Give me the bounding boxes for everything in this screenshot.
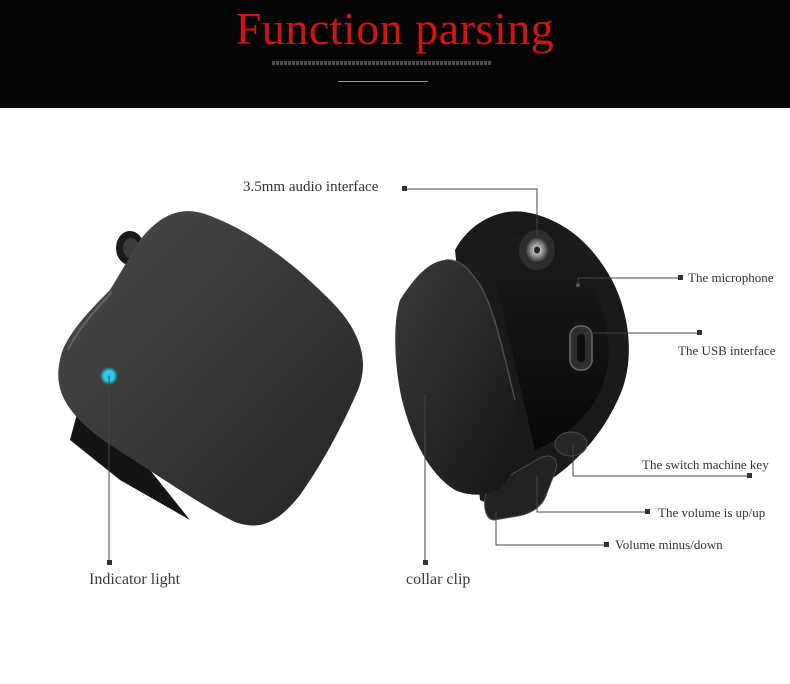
power-key bbox=[554, 431, 588, 457]
leader-volume-down bbox=[495, 512, 607, 546]
front-body bbox=[58, 211, 363, 526]
collar-clip-edge bbox=[444, 259, 516, 401]
callout-lines bbox=[108, 188, 750, 563]
label-volume-up: The volume is up/up bbox=[658, 505, 766, 520]
front-body-highlight bbox=[67, 291, 113, 351]
marker-microphone bbox=[678, 275, 683, 280]
device-front-view bbox=[58, 211, 363, 526]
marker-volume-down bbox=[604, 542, 609, 547]
leader-usb bbox=[585, 332, 700, 338]
device-back-view bbox=[395, 211, 629, 521]
back-body-cavity bbox=[490, 234, 609, 450]
leader-microphone bbox=[577, 277, 680, 285]
label-microphone: The microphone bbox=[688, 270, 774, 285]
collar-clip bbox=[395, 259, 520, 495]
marker-usb bbox=[697, 330, 702, 335]
label-usb-interface: The USB interface bbox=[678, 343, 776, 358]
leader-switch-key bbox=[572, 444, 750, 477]
banner-divider bbox=[338, 81, 428, 82]
volume-rocker bbox=[484, 455, 557, 521]
banner-decorative-text bbox=[272, 61, 492, 65]
marker-collar-clip bbox=[423, 560, 428, 565]
label-volume-down: Volume minus/down bbox=[615, 537, 723, 552]
marker-volume-up bbox=[645, 509, 650, 514]
leader-audio-interface bbox=[405, 188, 538, 236]
page-title: Function parsing bbox=[235, 3, 555, 54]
label-collar-clip: collar clip bbox=[406, 571, 471, 588]
leader-volume-up bbox=[536, 476, 648, 513]
callout-markers bbox=[107, 186, 752, 565]
marker-audio-interface bbox=[402, 186, 407, 191]
label-indicator-light: Indicator light bbox=[89, 571, 181, 588]
label-switch-key: The switch machine key bbox=[642, 457, 769, 472]
audio-jack-center bbox=[534, 246, 540, 254]
marker-indicator bbox=[107, 560, 112, 565]
label-audio-interface: 3.5mm audio interface bbox=[243, 179, 379, 195]
marker-switch-key bbox=[747, 473, 752, 478]
usb-port-slot bbox=[577, 334, 585, 362]
title-banner: Function parsing bbox=[0, 0, 790, 108]
